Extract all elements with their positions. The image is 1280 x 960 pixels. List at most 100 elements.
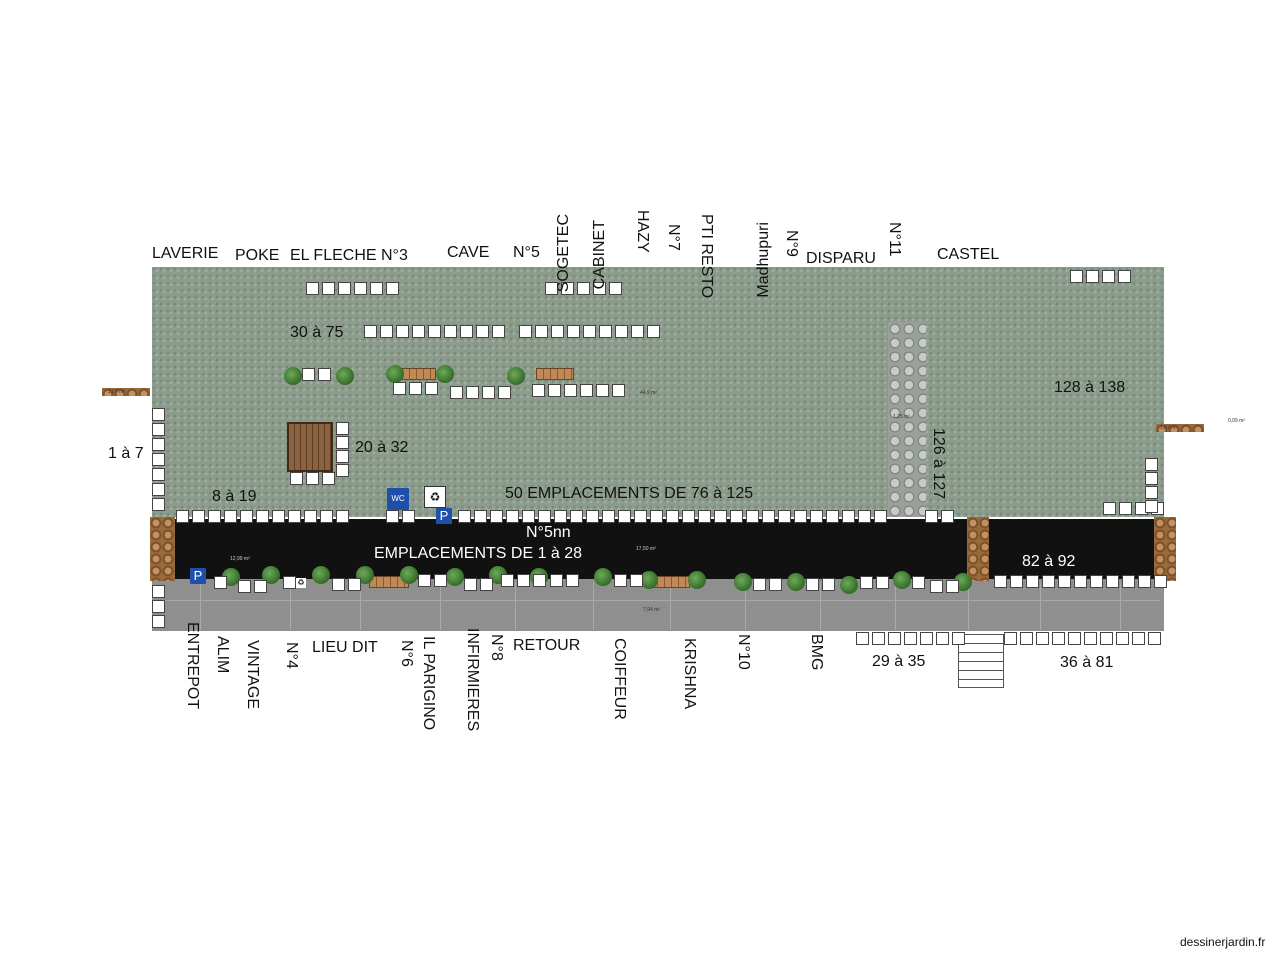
stall <box>994 575 1007 588</box>
stall <box>224 510 237 523</box>
stall <box>517 574 530 587</box>
stall <box>1103 502 1116 515</box>
stall <box>650 510 663 523</box>
label-n10: N°10 <box>735 634 752 670</box>
sidewalk-line <box>290 582 291 630</box>
stall <box>874 510 887 523</box>
label-krishna: KRISHNA <box>681 638 698 710</box>
label-castel: CASTEL <box>937 246 1000 263</box>
sidewalk-line <box>745 582 746 630</box>
area-label: 44,9 m² <box>640 390 657 396</box>
stall <box>336 436 349 449</box>
stall <box>532 384 545 397</box>
label-n8: N°8 <box>488 634 505 661</box>
stall <box>348 578 361 591</box>
area-label: 1,07 m² <box>108 389 125 395</box>
stall <box>714 510 727 523</box>
stall <box>1145 500 1158 513</box>
stall <box>593 282 606 295</box>
label-madhupuri: Madhupuri <box>755 222 772 298</box>
stall <box>925 510 938 523</box>
stall <box>583 325 596 338</box>
bench-icon <box>536 368 574 380</box>
stairs <box>958 634 1004 688</box>
stall <box>1068 632 1081 645</box>
stall <box>1058 575 1071 588</box>
label-n9: N°9 <box>783 230 800 257</box>
stall <box>1145 486 1158 499</box>
stall <box>336 510 349 523</box>
stall <box>290 472 303 485</box>
stall <box>1010 575 1023 588</box>
stall <box>1052 632 1065 645</box>
grass-area <box>152 267 1164 517</box>
label-n5: N°5 <box>513 244 540 261</box>
tree-icon <box>262 566 280 584</box>
stall <box>614 574 627 587</box>
stall <box>631 325 644 338</box>
stall <box>794 510 807 523</box>
stall <box>1086 270 1099 283</box>
sidewalk-line <box>1120 582 1121 630</box>
label-retour: RETOUR <box>513 637 581 654</box>
stall <box>240 510 253 523</box>
stall <box>288 510 301 523</box>
stall <box>746 510 759 523</box>
label-n6: N°6 <box>398 640 415 667</box>
label-laverie: LAVERIE <box>152 245 219 262</box>
stall <box>533 574 546 587</box>
stall <box>1026 575 1039 588</box>
stall <box>615 325 628 338</box>
tree-icon <box>640 571 658 589</box>
stall <box>386 510 399 523</box>
bench-icon <box>402 368 436 380</box>
label-zone-29-35: 29 à 35 <box>872 653 926 670</box>
stall <box>1148 632 1161 645</box>
stall <box>302 368 315 381</box>
stall <box>418 574 431 587</box>
label-poke: POKE <box>235 247 280 264</box>
stall <box>822 578 835 591</box>
shed-icon <box>287 422 333 472</box>
stall <box>769 578 782 591</box>
stall <box>1119 502 1132 515</box>
area-label: 17,50 m² <box>636 546 656 552</box>
stall <box>564 384 577 397</box>
stall <box>1004 632 1017 645</box>
stall <box>602 510 615 523</box>
stall <box>1036 632 1049 645</box>
stall <box>192 510 205 523</box>
tree-icon <box>336 367 354 385</box>
stall <box>304 510 317 523</box>
stall <box>1118 270 1131 283</box>
stall <box>609 282 622 295</box>
stall <box>1154 575 1167 588</box>
label-n5nn: N°5nn <box>526 524 571 541</box>
stall <box>482 386 495 399</box>
stall <box>256 510 269 523</box>
stall <box>1020 632 1033 645</box>
stall <box>492 325 505 338</box>
sidewalk-line <box>1040 582 1041 630</box>
stall <box>1145 458 1158 471</box>
stall <box>332 578 345 591</box>
stall <box>612 384 625 397</box>
stall <box>698 510 711 523</box>
stall <box>152 453 165 466</box>
label-disparu: DISPARU <box>806 250 876 267</box>
wood-marker-left <box>102 388 150 396</box>
stall <box>912 576 925 589</box>
stall <box>1074 575 1087 588</box>
area-label: 1,07 m² <box>1160 425 1177 431</box>
tree-icon <box>840 576 858 594</box>
stall <box>519 325 532 338</box>
stall <box>666 510 679 523</box>
stall <box>872 632 885 645</box>
stall <box>551 325 564 338</box>
stall <box>1084 632 1097 645</box>
stall <box>412 325 425 338</box>
wood-pile-left <box>150 517 175 581</box>
stall <box>152 468 165 481</box>
label-zone-30-75: 30 à 75 <box>290 324 344 341</box>
tree-icon <box>284 367 302 385</box>
